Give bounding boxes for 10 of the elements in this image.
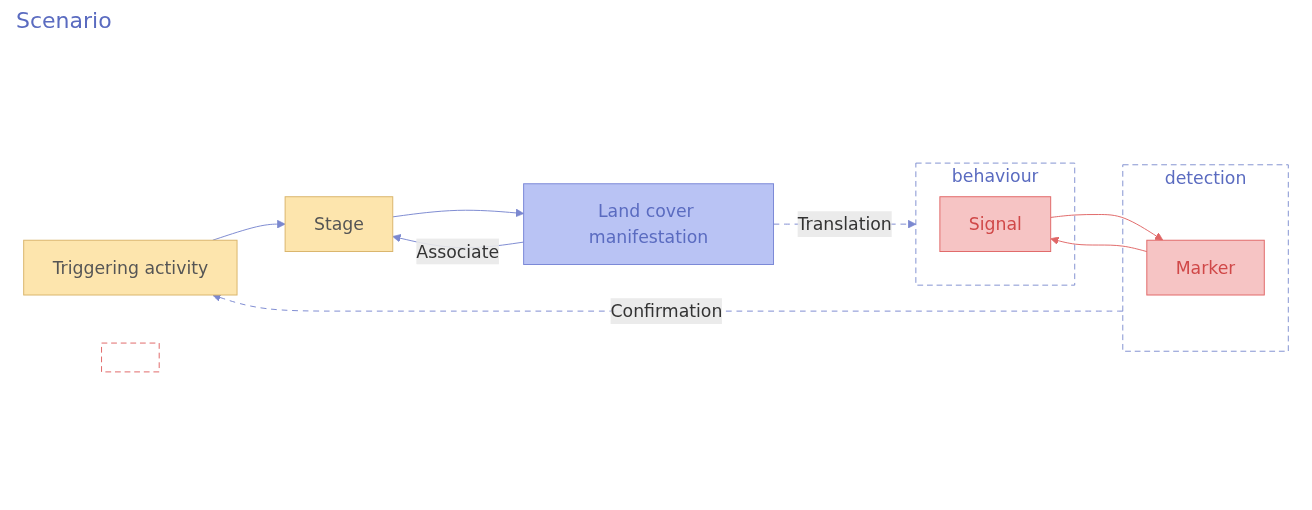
edge-label: Confirmation bbox=[610, 301, 723, 322]
node-box bbox=[101, 342, 160, 373]
heading-label: Scenario bbox=[16, 8, 113, 33]
node-box: Land cover manifestation bbox=[523, 183, 774, 265]
edge-label: Associate bbox=[416, 241, 500, 262]
node-box: Stage bbox=[284, 196, 394, 252]
node-box: Signal bbox=[939, 196, 1052, 252]
node-box: Triggering activity bbox=[23, 239, 238, 296]
node-box: Marker bbox=[1146, 239, 1265, 296]
edge-label: Translation bbox=[797, 214, 892, 235]
